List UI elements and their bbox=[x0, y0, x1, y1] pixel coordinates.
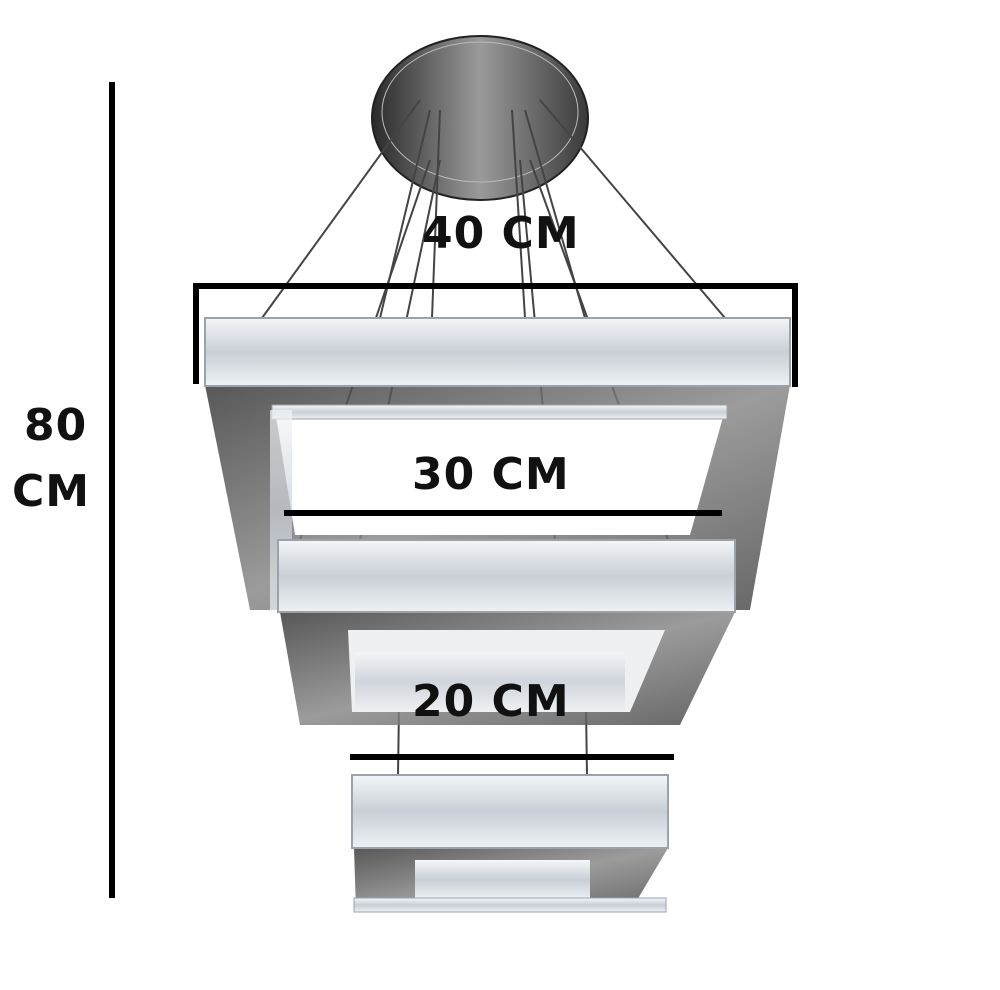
height-unit-label: CM bbox=[12, 466, 91, 517]
top-width-bracket bbox=[193, 283, 798, 387]
tier-middle bbox=[277, 539, 736, 725]
bottom-tier-width-label: 20 CM bbox=[412, 676, 570, 727]
middle-tier-width-label: 30 CM bbox=[412, 449, 570, 500]
top-tier-width-label: 40 CM bbox=[422, 208, 580, 259]
dimension-lines bbox=[109, 82, 798, 898]
ceiling-canopy bbox=[371, 35, 589, 201]
tier-bottom bbox=[351, 774, 669, 913]
height-number-label: 80 bbox=[24, 400, 88, 451]
